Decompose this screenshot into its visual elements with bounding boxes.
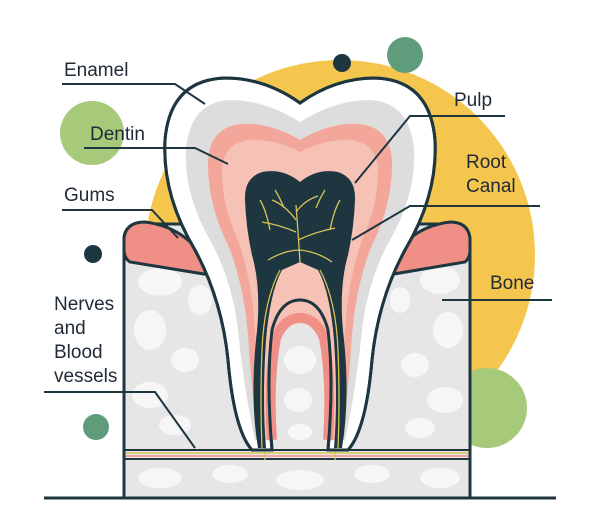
leader-pulp <box>354 115 505 184</box>
green-circle-top-right <box>387 37 423 73</box>
label-nerves-line3: Blood <box>54 342 103 363</box>
label-nerves-line2: and <box>54 318 86 339</box>
tooth <box>163 76 437 460</box>
leader-nerves <box>44 391 196 449</box>
pulp-chamber <box>244 171 356 448</box>
nerve-branches <box>259 189 341 460</box>
label-gums: Gums <box>64 185 115 206</box>
label-nerves-line1: Nerves <box>54 294 115 315</box>
leader-dentin <box>84 147 229 165</box>
label-bone: Bone <box>490 273 535 294</box>
label-nerves-line4: vessels <box>54 366 118 387</box>
leader-enamel <box>62 83 206 105</box>
label-dentin: Dentin <box>90 124 145 145</box>
gums <box>122 220 472 277</box>
green-circle-bottom-left <box>83 414 109 440</box>
label-pulp: Pulp <box>454 90 493 111</box>
label-enamel: Enamel <box>64 60 129 81</box>
label-root-canal-line2: Canal <box>466 176 516 197</box>
navy-dot-left <box>84 245 102 263</box>
leader-lines <box>44 83 552 449</box>
label-root-canal-line1: Root <box>466 152 507 173</box>
leader-gums <box>62 209 179 239</box>
leader-root-canal <box>351 205 540 241</box>
navy-dot-top <box>333 54 351 72</box>
